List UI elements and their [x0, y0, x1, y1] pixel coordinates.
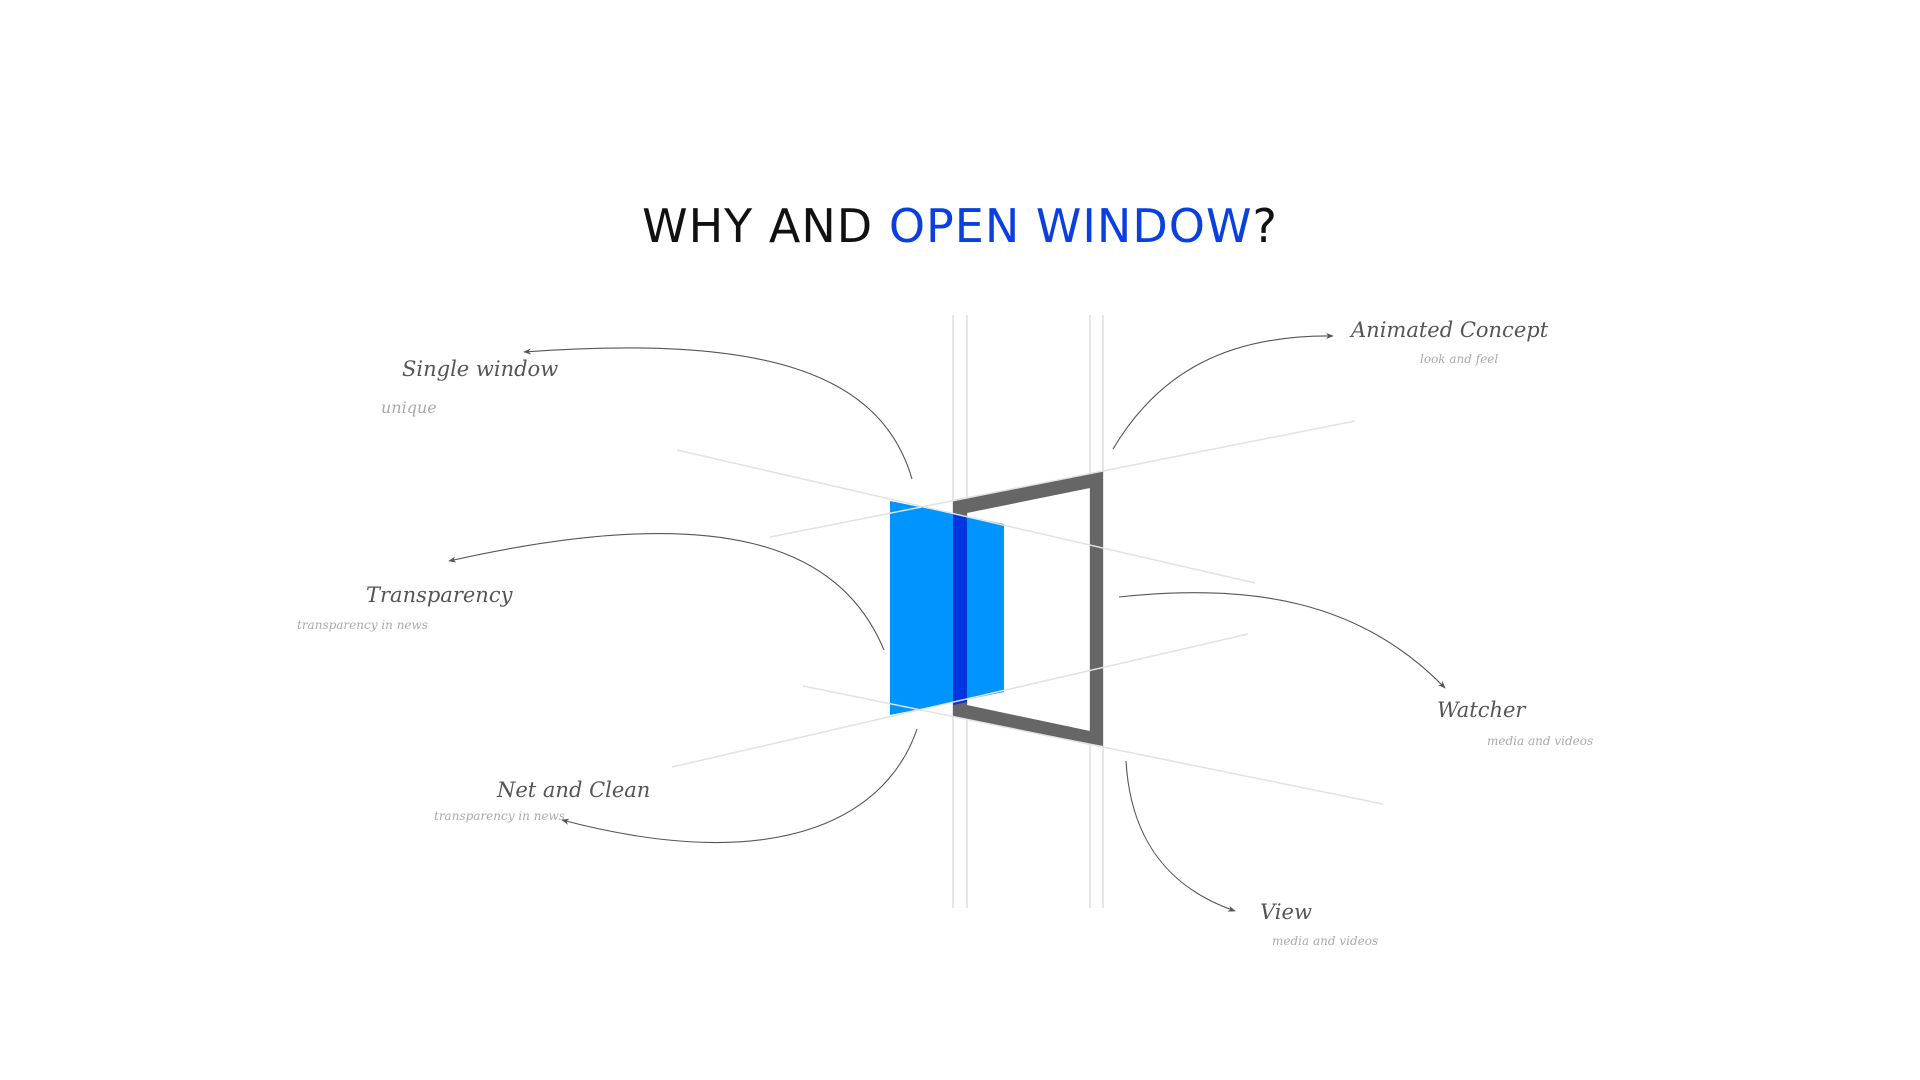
perspective-guide-line — [769, 420, 1356, 538]
callout-sublabel-single-window: unique — [381, 398, 437, 417]
title-prefix: WHY AND — [642, 198, 889, 253]
callout-label-single-window: Single window — [402, 357, 559, 381]
arrow-net-and-clean — [561, 728, 918, 844]
callout-label-net-and-clean: Net and Clean — [497, 778, 651, 802]
perspective-guides — [671, 420, 1384, 805]
perspective-guide-line — [676, 449, 1256, 584]
page-title: WHY AND OPEN WINDOW? — [0, 199, 1920, 253]
callout-label-transparency: Transparency — [366, 583, 513, 607]
callout-label-animated-concept: Animated Concept — [1351, 318, 1549, 342]
callout-arrows — [448, 332, 1446, 912]
arrow-view — [1125, 760, 1236, 912]
arrow-transparency — [448, 532, 885, 651]
perspective-guide-line — [802, 685, 1384, 805]
perspective-guide-line — [671, 633, 1249, 768]
callout-sublabel-view: media and videos — [1272, 934, 1379, 948]
callout-label-watcher: Watcher — [1437, 698, 1526, 722]
panel-frame-overlap — [953, 513, 967, 705]
title-highlight: OPEN WINDOW — [888, 198, 1253, 253]
callout-label-view: View — [1260, 900, 1312, 924]
arrow-animated-concept — [1112, 332, 1334, 450]
callout-sublabel-watcher: media and videos — [1487, 734, 1594, 748]
arrow-single-window — [523, 347, 913, 480]
arrow-watcher — [1118, 592, 1446, 689]
callout-sublabel-transparency: transparency in news — [297, 618, 428, 632]
title-suffix: ? — [1252, 198, 1278, 253]
blue-glass-panel — [890, 501, 1004, 715]
callout-sublabel-animated-concept: look and feel — [1420, 352, 1499, 366]
callout-sublabel-net-and-clean: transparency in news — [434, 809, 565, 823]
